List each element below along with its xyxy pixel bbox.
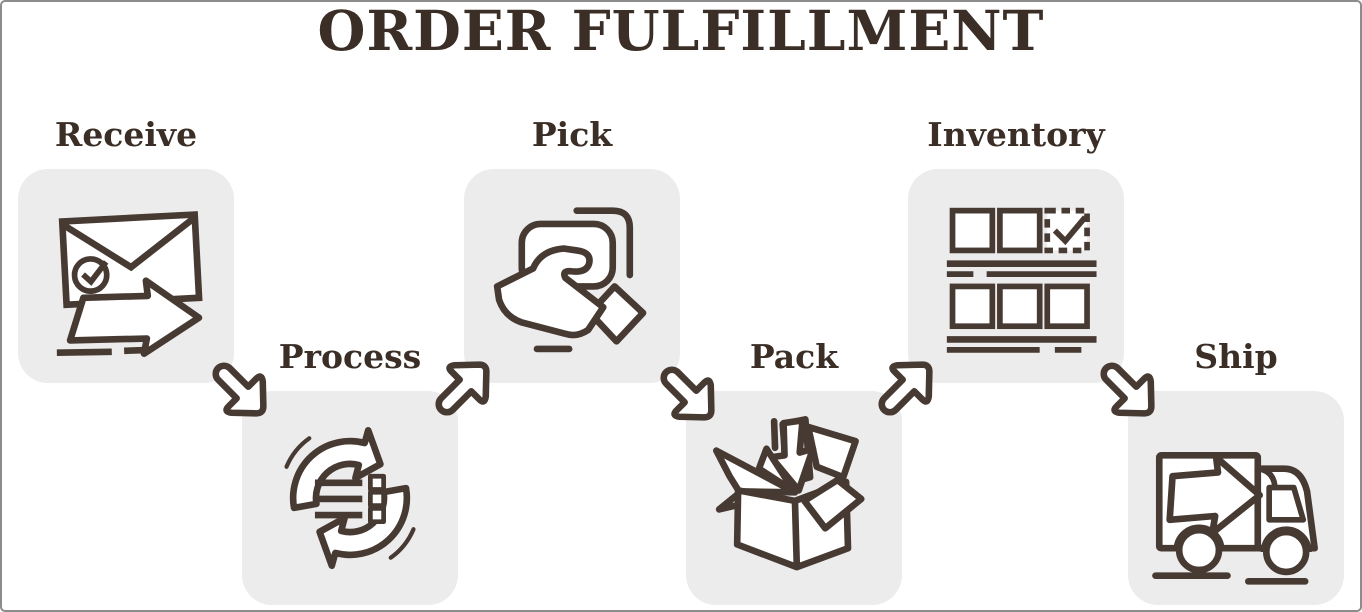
flow-arrow-pack-to-inventory <box>864 348 946 430</box>
cycle-arrows-list-icon <box>284 426 416 570</box>
diagram-title: ORDER FULFILLMENT <box>317 0 1045 63</box>
step-inventory-label: Inventory <box>927 115 1105 154</box>
step-pack: Pack <box>686 330 902 605</box>
step-pick: Pick <box>464 108 680 383</box>
step-inventory: Inventory <box>908 108 1124 383</box>
step-pick-card <box>464 169 680 383</box>
step-ship-label: Ship <box>1194 337 1278 376</box>
step-receive-card <box>18 169 234 383</box>
step-receive: Receive <box>18 108 234 383</box>
arrow-up-right-icon <box>878 361 933 416</box>
step-pack-label: Pack <box>749 337 839 376</box>
arrow-down-right-icon <box>1100 362 1155 417</box>
step-inventory-card <box>908 169 1124 383</box>
step-ship-card <box>1128 391 1344 605</box>
step-pack-card <box>686 391 902 605</box>
flow-arrow-inventory-to-ship <box>1086 348 1168 430</box>
step-process: Process <box>242 330 458 605</box>
step-process-label: Process <box>278 337 422 376</box>
step-process-card <box>242 391 458 605</box>
delivery-truck-arrow-icon <box>1152 452 1318 585</box>
step-ship: Ship <box>1128 330 1344 605</box>
hand-holding-package-icon <box>493 207 647 353</box>
flow-arrow-pick-to-pack <box>646 352 728 434</box>
flow-arrow-receive-to-process <box>198 348 280 430</box>
flow-arrow-process-to-pick <box>421 348 503 430</box>
shelf-boxes-check-icon <box>946 207 1097 353</box>
open-box-packing-icon <box>713 416 865 571</box>
arrow-down-right-icon <box>660 366 715 421</box>
arrow-up-right-icon <box>435 361 490 416</box>
envelope-check-arrow-icon <box>56 211 203 357</box>
step-receive-label: Receive <box>54 115 198 154</box>
arrow-down-right-icon <box>212 362 267 417</box>
step-pick-label: Pick <box>531 115 613 154</box>
